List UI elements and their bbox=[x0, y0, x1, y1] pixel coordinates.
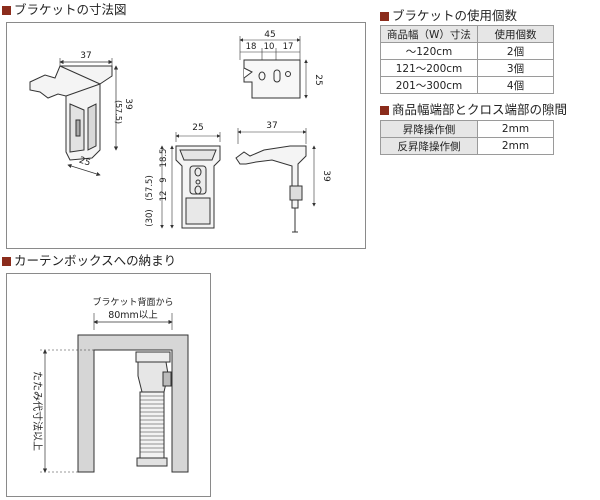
title-marker-icon bbox=[2, 256, 11, 266]
curtain-box-title-text: カーテンボックスへの納まり bbox=[14, 253, 177, 268]
bracket-isometric-drawing bbox=[29, 58, 119, 176]
usage-count-title: ブラケットの使用個数 bbox=[380, 8, 517, 24]
row-count: 4個 bbox=[477, 76, 554, 94]
front-lower-label: (30) bbox=[145, 209, 155, 226]
gap-title: 商品幅端部とクロス端部の隙間 bbox=[380, 102, 567, 118]
iso-height-label: 39 bbox=[123, 98, 133, 110]
title-marker-icon bbox=[380, 105, 389, 115]
top-c-label: 17 bbox=[283, 42, 294, 52]
iso-height-alt-label: (57.5) bbox=[114, 100, 123, 124]
title-marker-icon bbox=[380, 11, 389, 21]
gap-value: 2mm bbox=[477, 120, 554, 138]
header-width: 商品幅（W）寸法 bbox=[380, 25, 478, 43]
gap-value: 2mm bbox=[477, 137, 554, 155]
front-width-label: 25 bbox=[192, 123, 203, 133]
stack-height-label: たたみ代寸法以上 bbox=[31, 371, 44, 451]
top-total-label: 45 bbox=[264, 30, 275, 40]
side-height-label: 39 bbox=[321, 170, 331, 182]
side-width-label: 37 bbox=[266, 121, 277, 131]
curtain-box-drawing bbox=[40, 313, 189, 473]
usage-table: 商品幅（W）寸法 使用個数 ～120cm 2個 121～200cm 3個 201… bbox=[380, 25, 554, 94]
bracket-front-view-drawing bbox=[160, 132, 221, 229]
row-count: 3個 bbox=[477, 59, 554, 77]
table-row: 121～200cm 3個 bbox=[380, 59, 554, 77]
usage-count-title-text: ブラケットの使用個数 bbox=[392, 8, 518, 23]
top-a-label: 18 bbox=[246, 42, 257, 52]
header-count: 使用個数 bbox=[477, 25, 554, 43]
front-c-label: 12 bbox=[159, 191, 169, 202]
bracket-top-view-drawing bbox=[239, 36, 308, 99]
gap-side-label: 反昇降操作側 bbox=[380, 137, 478, 155]
title-marker-icon bbox=[2, 5, 11, 15]
clearance-label-line2: 80mm以上 bbox=[108, 310, 158, 321]
usage-table-header: 商品幅（W）寸法 使用個数 bbox=[380, 25, 554, 43]
gap-title-text: 商品幅端部とクロス端部の隙間 bbox=[392, 102, 568, 117]
clearance-label-line1: ブラケット背面から bbox=[92, 296, 173, 308]
curtain-box-title: カーテンボックスへの納まり bbox=[2, 253, 176, 269]
table-row: 201～300cm 4個 bbox=[380, 76, 554, 94]
iso-width-label: 37 bbox=[80, 51, 91, 61]
front-b-label: 9 bbox=[159, 177, 169, 182]
folded-shade-stack-drawing bbox=[135, 351, 172, 467]
bracket-side-view-drawing bbox=[235, 128, 316, 233]
top-depth-label: 25 bbox=[313, 74, 323, 85]
top-b-label: 10 bbox=[264, 42, 275, 52]
front-a-label: 18.5 bbox=[159, 149, 169, 168]
table-row: 昇降操作側 2mm bbox=[380, 120, 554, 138]
table-row: 反昇降操作側 2mm bbox=[380, 137, 554, 155]
iso-depth-label: 25 bbox=[78, 156, 92, 169]
gap-table: 昇降操作側 2mm 反昇降操作側 2mm bbox=[380, 120, 554, 155]
row-width: 201～300cm bbox=[380, 76, 478, 94]
front-total-label: (57.5) bbox=[145, 175, 155, 201]
dimension-diagram-title: ブラケットの寸法図 bbox=[2, 2, 127, 18]
dimension-diagram-title-text: ブラケットの寸法図 bbox=[14, 2, 127, 17]
